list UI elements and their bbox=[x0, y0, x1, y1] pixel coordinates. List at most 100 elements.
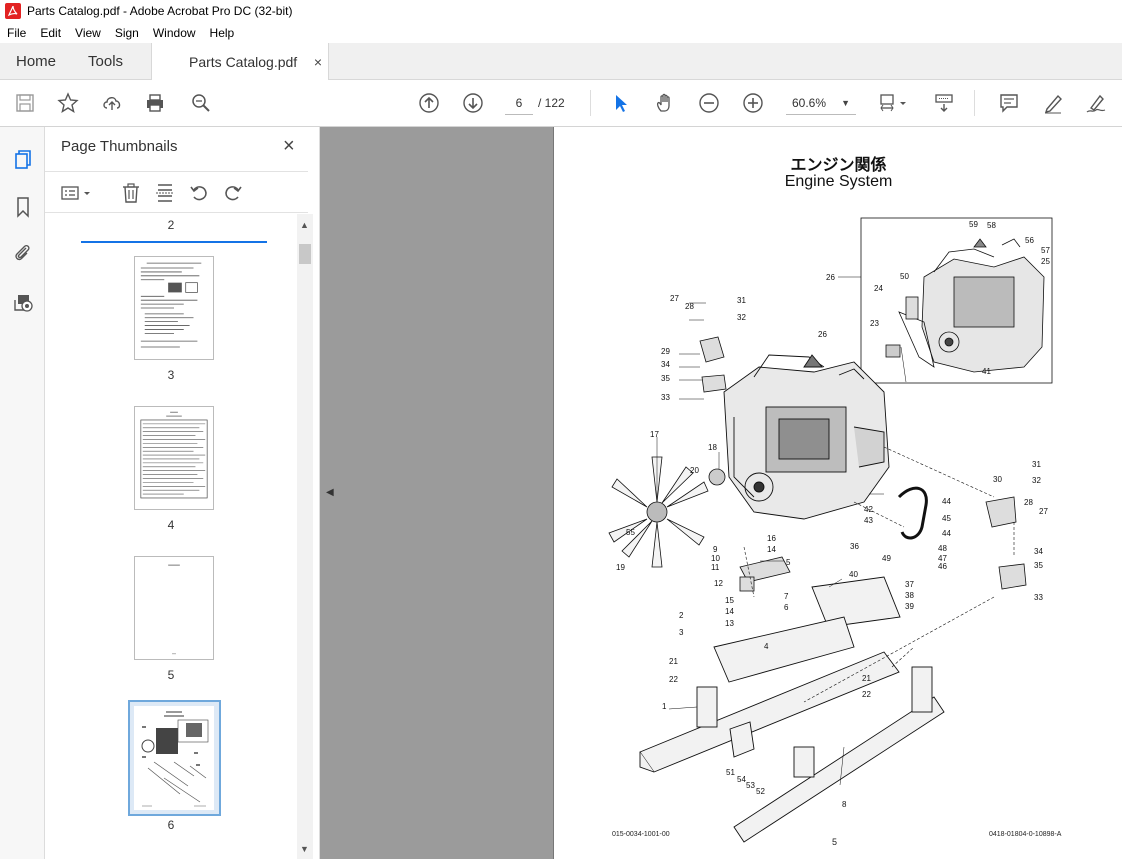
crossmember-40 bbox=[811, 576, 901, 628]
pdf-page: エンジン関係 Engine System bbox=[553, 127, 1122, 859]
bookmark-icon[interactable] bbox=[10, 194, 36, 220]
tab-document[interactable]: Parts Catalog.pdf × bbox=[151, 43, 329, 80]
part-callout: 15 bbox=[725, 596, 734, 605]
part-callout: 41 bbox=[982, 367, 991, 376]
menu-edit[interactable]: Edit bbox=[40, 25, 62, 40]
hand-tool-icon[interactable] bbox=[652, 90, 678, 116]
thumbnail-label: 2 bbox=[167, 218, 175, 232]
highlight-pen-icon[interactable] bbox=[1040, 90, 1066, 116]
part-callout: 17 bbox=[650, 430, 659, 439]
find-zoom-icon[interactable] bbox=[188, 90, 214, 116]
collapse-panel-icon[interactable]: ◀ bbox=[326, 487, 334, 498]
layers-security-icon[interactable] bbox=[10, 289, 36, 315]
part-callout: 46 bbox=[938, 562, 947, 571]
part-callout: 22 bbox=[862, 690, 871, 699]
attachment-paperclip-icon[interactable] bbox=[10, 240, 36, 266]
page-number-input[interactable]: 6 bbox=[505, 91, 533, 115]
bracket-29 bbox=[699, 336, 725, 363]
part-callout: 44 bbox=[942, 497, 951, 506]
hose-44 bbox=[897, 486, 928, 540]
part-callout: 45 bbox=[942, 514, 951, 523]
rotate-counterclockwise-icon[interactable] bbox=[187, 181, 211, 205]
part-callout: 32 bbox=[737, 313, 746, 322]
part-callout: 23 bbox=[870, 319, 879, 328]
scrollbar-thumb[interactable] bbox=[299, 244, 311, 264]
inset-engine bbox=[885, 238, 1045, 373]
scroll-up-icon[interactable]: ▲ bbox=[300, 220, 309, 230]
part-callout: 24 bbox=[874, 284, 883, 293]
part-callout: 21 bbox=[669, 657, 678, 666]
part-callout: 48 bbox=[938, 544, 947, 553]
sign-pen-icon[interactable] bbox=[1083, 90, 1109, 116]
fan bbox=[608, 456, 709, 568]
chevron-down-icon: ▼ bbox=[841, 98, 850, 108]
part-callout: 34 bbox=[661, 360, 670, 369]
thumbnail-label: 6 bbox=[167, 818, 175, 832]
title-bar: Parts Catalog.pdf - Adobe Acrobat Pro DC… bbox=[0, 0, 1122, 22]
part-callout: 27 bbox=[1039, 507, 1048, 516]
thumbnail-page-4[interactable] bbox=[134, 406, 214, 510]
part-callout: 39 bbox=[905, 602, 914, 611]
thumbnail-page-6[interactable] bbox=[128, 700, 221, 816]
part-callout: 18 bbox=[708, 443, 717, 452]
tab-home[interactable]: Home bbox=[16, 52, 57, 70]
star-bookmark-icon[interactable] bbox=[55, 90, 81, 116]
menu-file[interactable]: File bbox=[7, 25, 27, 40]
part-callout: 55 bbox=[626, 528, 635, 537]
page-title-japanese: エンジン関係 bbox=[790, 157, 887, 174]
menu-view[interactable]: View bbox=[75, 25, 101, 40]
save-icon[interactable] bbox=[12, 90, 38, 116]
left-nav-rail bbox=[0, 127, 45, 859]
previous-page-icon[interactable] bbox=[416, 90, 442, 116]
toolbar-divider bbox=[974, 90, 975, 116]
page-thumbnails-icon[interactable] bbox=[10, 147, 36, 173]
drop-indicator bbox=[81, 241, 267, 243]
part-callout: 13 bbox=[725, 619, 734, 628]
part-callout: 50 bbox=[900, 272, 909, 281]
print-icon[interactable] bbox=[142, 90, 168, 116]
thumbnail-list: 2 3 bbox=[45, 214, 297, 859]
thumbnail-options-icon[interactable] bbox=[59, 181, 95, 205]
part-callout: 34 bbox=[1034, 547, 1043, 556]
select-cursor-icon[interactable] bbox=[608, 90, 634, 116]
delete-trash-icon[interactable] bbox=[119, 181, 143, 205]
acrobat-app-icon bbox=[5, 3, 21, 19]
panel-close-icon[interactable]: × bbox=[283, 135, 295, 157]
zoom-level-value: 60.6% bbox=[792, 96, 827, 110]
menu-help[interactable]: Help bbox=[209, 25, 235, 40]
part-callout: 2 bbox=[679, 611, 684, 620]
part-callout: 25 bbox=[1041, 257, 1050, 266]
scroll-down-icon[interactable]: ▼ bbox=[300, 844, 309, 854]
part-callout: 4 bbox=[764, 642, 769, 651]
scroll-mode-icon[interactable] bbox=[931, 90, 957, 116]
part-callout: 40 bbox=[849, 570, 858, 579]
part-callout: 7 bbox=[784, 592, 789, 601]
post-right bbox=[911, 666, 933, 713]
thumbnail-page-3[interactable] bbox=[134, 256, 214, 360]
part-callout: 52 bbox=[756, 787, 765, 796]
next-page-icon[interactable] bbox=[460, 90, 486, 116]
tab-close-icon[interactable]: × bbox=[313, 54, 322, 70]
rotate-clockwise-icon[interactable] bbox=[221, 181, 245, 205]
zoom-level-select[interactable]: 60.6% ▼ bbox=[786, 91, 856, 115]
part-callout: 33 bbox=[1034, 593, 1043, 602]
part-callout: 53 bbox=[746, 781, 755, 790]
part-callout: 10 bbox=[711, 554, 720, 563]
upload-cloud-icon[interactable] bbox=[99, 90, 125, 116]
zoom-in-icon[interactable] bbox=[740, 90, 766, 116]
fit-page-icon[interactable] bbox=[876, 90, 910, 116]
extract-pages-icon[interactable] bbox=[153, 181, 177, 205]
bracket-51 bbox=[729, 721, 755, 758]
menu-sign[interactable]: Sign bbox=[114, 25, 139, 40]
page-title-english: Engine System bbox=[784, 173, 893, 190]
document-viewport[interactable]: ◀ エンジン関係 Engine System bbox=[320, 127, 1122, 859]
menu-window[interactable]: Window bbox=[152, 25, 196, 40]
panel-title: Page Thumbnails bbox=[61, 138, 178, 155]
part-callout: 27 bbox=[670, 294, 679, 303]
thumbnail-page-5[interactable] bbox=[134, 556, 214, 660]
tab-tools[interactable]: Tools bbox=[88, 52, 124, 70]
zoom-out-icon[interactable] bbox=[696, 90, 722, 116]
thumbnail-scrollbar[interactable]: ▲ ▼ bbox=[297, 214, 313, 859]
comment-icon[interactable] bbox=[996, 90, 1022, 116]
